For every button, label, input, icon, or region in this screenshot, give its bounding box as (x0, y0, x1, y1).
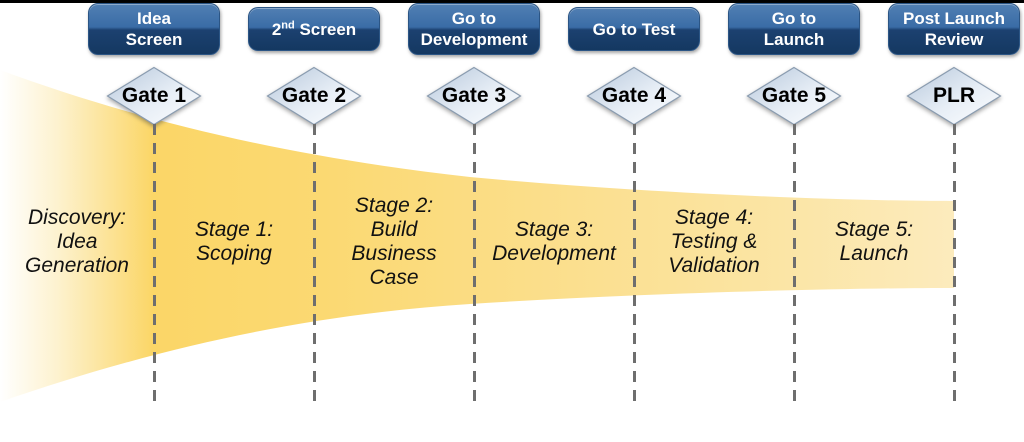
stage-label: Stage 3:Development (474, 218, 634, 266)
gate-label: Gate 3 (441, 84, 507, 107)
stage-label-line: Stage 4: (674, 206, 754, 229)
stage-label-line: Stage 3: (514, 218, 594, 241)
gate-dashed-line (632, 124, 636, 404)
stage-label-line: Build (370, 218, 418, 241)
stage-label-line: Scoping (196, 242, 272, 265)
top-border-strip (0, 0, 1024, 3)
gate-diamond: Gate 1 (106, 66, 202, 126)
stage-label-line: Discovery: (27, 206, 127, 229)
button-label-line: Go to (771, 9, 817, 28)
screen-button: Go to Launch (728, 3, 860, 55)
gate-diamond: PLR (906, 66, 1002, 126)
gate-label: Gate 5 (761, 84, 827, 107)
stage-label-line: Launch (839, 242, 909, 265)
stage-label-line: Generation (25, 254, 129, 277)
screen-button: Go to Test (568, 7, 700, 51)
button-label-line: Post Launch (902, 9, 1005, 28)
gate-label: PLR (933, 84, 975, 107)
stage-label: Stage 1:Scoping (154, 218, 314, 266)
stage-label-line: Business (351, 242, 437, 265)
button-label-line: Launch (763, 30, 825, 49)
button-label-line: Go to Test (592, 19, 676, 39)
stage-label: Stage 4:Testing &Validation (634, 206, 794, 278)
button-label-line: Review (924, 30, 984, 49)
button-label-line: Screen (125, 30, 183, 49)
stage-label-line: Stage 5: (834, 218, 914, 241)
button-label-line: Development (420, 30, 528, 49)
gate-dashed-line (792, 124, 796, 404)
stage-label-line: Validation (668, 254, 760, 277)
gate-diamond: Gate 3 (426, 66, 522, 126)
stage-label-line: Case (369, 266, 419, 289)
screen-button: Go to Development (408, 3, 540, 55)
gate-label: Gate 2 (281, 84, 347, 107)
stage-label-line: Testing & (670, 230, 758, 253)
stage-label-line: Idea (56, 230, 98, 253)
gate-label: Gate 4 (601, 84, 667, 107)
button-label-line: 2nd Screen (271, 18, 357, 39)
stage-label: Stage 5:Launch (794, 218, 954, 266)
gate-diamond: Gate 4 (586, 66, 682, 126)
gate-label: Gate 1 (121, 84, 187, 107)
button-label-line: Go to (451, 9, 497, 28)
gate-dashed-line (152, 124, 156, 404)
gate-dashed-line (952, 124, 956, 404)
stage-label-line: Stage 1: (194, 218, 274, 241)
gate-diamond: Gate 2 (266, 66, 362, 126)
gate-diamond: Gate 5 (746, 66, 842, 126)
gate-dashed-line (312, 124, 316, 404)
screen-button: 2nd Screen (248, 7, 380, 51)
button-label-line: Idea (136, 9, 172, 28)
gate-dashed-line (472, 124, 476, 404)
stage-label-line: Development (492, 242, 616, 265)
stage-label-line: Stage 2: (354, 194, 434, 217)
